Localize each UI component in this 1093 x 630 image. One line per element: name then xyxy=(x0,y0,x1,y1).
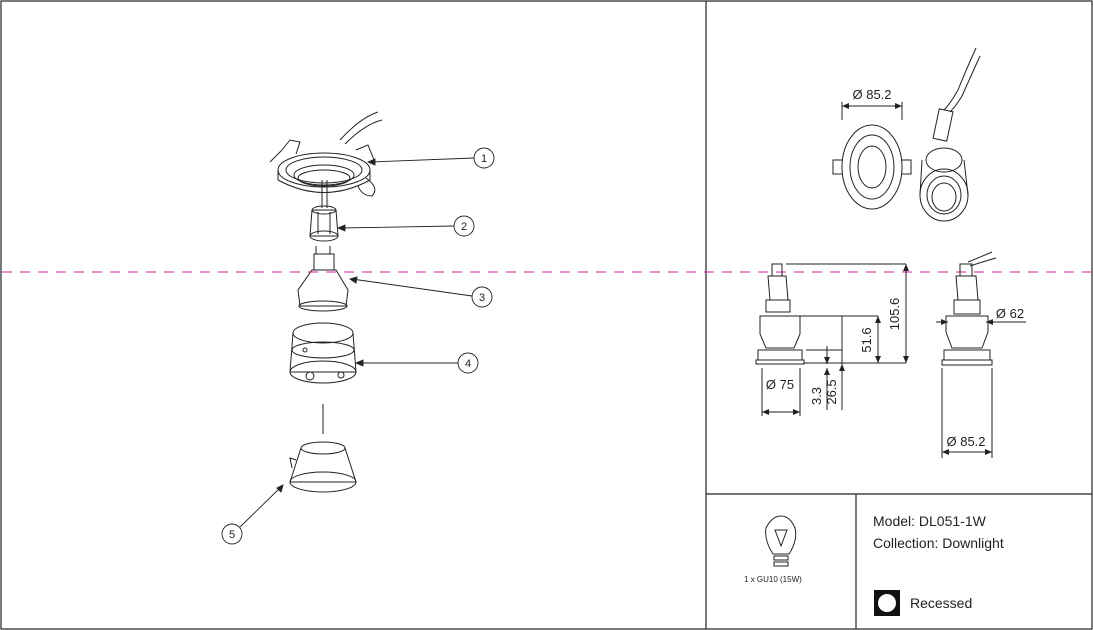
recessed-icon xyxy=(874,590,900,616)
callout-circles xyxy=(221,147,495,545)
leader-lines xyxy=(239,157,475,528)
callout-4: 4 xyxy=(465,358,471,370)
exploded-view xyxy=(269,111,383,493)
callout-5: 5 xyxy=(229,529,235,541)
dim-height-trim: 26.5 xyxy=(824,379,839,404)
part-frame-ring xyxy=(269,111,383,197)
perspective-view xyxy=(919,47,981,222)
arrowheads-left xyxy=(762,264,909,415)
bulb-icon xyxy=(765,515,797,567)
dim-trim-thickness: 3.3 xyxy=(809,387,824,405)
dim-outer-diameter: Ø 85.2 xyxy=(946,434,985,449)
part-reflector xyxy=(289,441,357,493)
arrowheads-right xyxy=(941,319,993,455)
dim-height-body: 51.6 xyxy=(859,327,874,352)
top-view xyxy=(832,102,912,210)
mount-type-label: Recessed xyxy=(910,595,973,611)
part-housing xyxy=(289,322,357,384)
dim-cutout-diameter: Ø 75 xyxy=(766,377,794,392)
dim-top-diameter: Ø 85.2 xyxy=(852,87,891,102)
callout-2: 2 xyxy=(461,221,467,233)
side-elevation-right xyxy=(936,251,1026,458)
bulb-label: 1 x GU10 (15W) xyxy=(744,575,802,584)
callout-1: 1 xyxy=(481,153,487,165)
dim-inner-diameter: Ø 62 xyxy=(996,306,1024,321)
model-label: Model: DL051-1W xyxy=(873,513,986,529)
dim-height-total: 105.6 xyxy=(887,298,902,331)
part-gu10-lamp xyxy=(297,246,349,312)
collection-label: Collection: Downlight xyxy=(873,535,1004,551)
arrowheads-top xyxy=(842,103,902,109)
part-lamp-holder xyxy=(309,180,339,242)
callout-3: 3 xyxy=(479,292,485,304)
